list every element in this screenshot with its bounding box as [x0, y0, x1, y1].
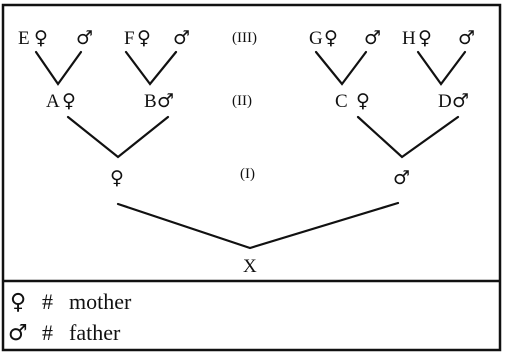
pedigree-connector [116, 201, 400, 250]
legend-female-symbol: ♀ [10, 290, 26, 315]
male-symbol: ♂ [458, 27, 475, 49]
generation-iii-row: E ♀ ♂ F ♀ ♂ (III) G ♀ ♂ H ♀ ♂ [18, 27, 475, 49]
male-symbol: ♂ [173, 27, 190, 49]
generation-ii-row: A ♀ B ♂ (II) C ♀ D ♂ [46, 90, 469, 112]
male-symbol: ♂ [364, 27, 381, 49]
generation-ii-label: (II) [232, 93, 252, 109]
connectors-ii-to-i [66, 115, 460, 159]
generation-iii-label: (III) [232, 30, 257, 46]
grandparent-b-label: B [144, 91, 157, 112]
male-symbol: ♂ [76, 27, 93, 49]
pedigree-connector [416, 50, 467, 86]
child-x-label: X [243, 256, 257, 277]
generation-i-row: ♀ (I) ♂ [110, 166, 410, 189]
legend-father-label: father [69, 320, 121, 345]
pedigree-connector [66, 115, 170, 159]
female-symbol: ♀ [137, 27, 151, 49]
grandparent-c-label: C [335, 91, 348, 112]
mother-symbol: ♀ [110, 167, 124, 189]
male-symbol: ♂ [452, 90, 469, 112]
legend: ♀ # mother ♂ # father [8, 289, 132, 346]
female-symbol: ♀ [356, 90, 370, 112]
female-symbol: ♀ [324, 27, 338, 49]
legend-mother-label: mother [69, 289, 132, 314]
legend-equals-sign: # [42, 320, 53, 345]
pedigree-connector [314, 50, 368, 86]
generation-i-label: (I) [240, 166, 255, 182]
male-symbol: ♂ [157, 90, 174, 112]
grandparent-a-label: A [46, 91, 60, 112]
great-grandparent-g-label: G [309, 28, 323, 49]
female-symbol: ♀ [34, 27, 48, 49]
father-symbol: ♂ [393, 167, 410, 189]
great-grandparent-h-label: H [402, 28, 416, 49]
great-grandparent-e-label: E [18, 28, 30, 49]
pedigree-connector [356, 115, 460, 159]
grandparent-d-label: D [438, 91, 452, 112]
legend-equals-sign: # [42, 289, 53, 314]
legend-male-symbol: ♂ [8, 321, 28, 346]
pedigree-connector [34, 50, 83, 86]
female-symbol: ♀ [418, 27, 432, 49]
female-symbol: ♀ [62, 90, 76, 112]
connectors-iii-to-ii [34, 50, 467, 86]
great-grandparent-f-label: F [124, 28, 135, 49]
diagram-frame [1, 3, 502, 352]
pedigree-connector [124, 50, 178, 86]
